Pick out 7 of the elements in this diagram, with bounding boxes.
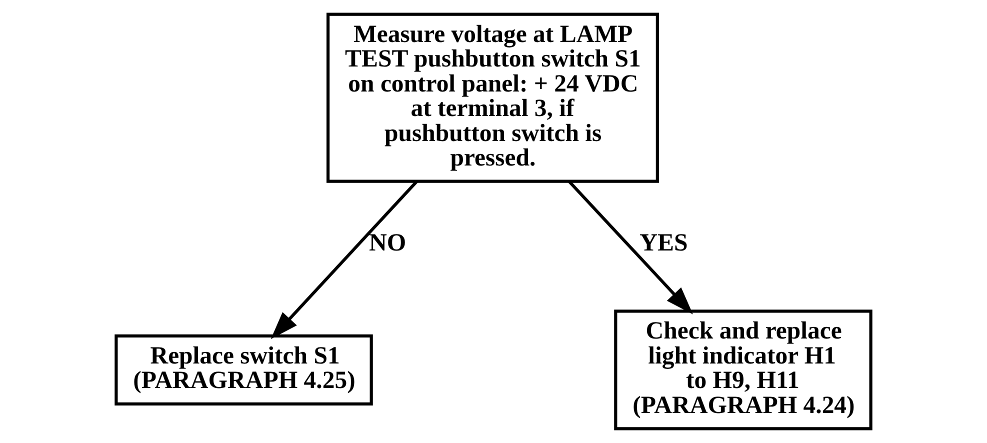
arrow (270, 180, 418, 340)
node-box: Check and replace light indicator H1 to H9, H11 (PARAGRAPH 4.24) (614, 310, 872, 430)
node-box: Replace switch S1 (PARAGRAPH 4.25) (114, 334, 373, 406)
node-box: Measure voltage at LAMP TEST pushbutton switch S1 on control panel: + 24 VDC at terminal 3, if pushbutton switch is pressed. (326, 12, 659, 183)
edge-label: YES (640, 230, 688, 257)
arrow (568, 180, 693, 314)
edge-label: NO (369, 230, 406, 257)
